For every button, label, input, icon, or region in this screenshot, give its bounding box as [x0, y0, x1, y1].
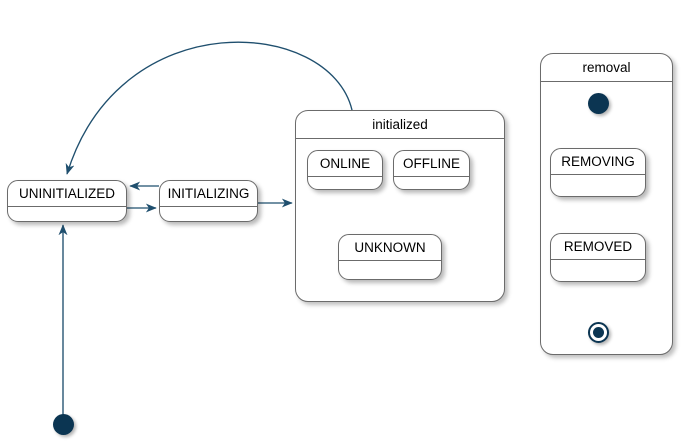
state-divider: [551, 173, 645, 175]
composite-header-divider: [296, 137, 504, 139]
state-online[interactable]: ONLINE: [307, 150, 383, 190]
state-label-removing: REMOVING: [561, 154, 635, 169]
state-divider: [339, 259, 441, 261]
state-removing[interactable]: REMOVING: [550, 148, 646, 197]
state-label-unknown: UNKNOWN: [354, 240, 426, 255]
composite-title-initialized: initialized: [372, 117, 428, 132]
state-divider: [160, 205, 257, 207]
composite-title-removal: removal: [582, 60, 631, 75]
composite-header-divider: [541, 80, 672, 82]
state-divider: [308, 175, 382, 177]
state-label-removed: REMOVED: [563, 239, 633, 254]
state-initializing[interactable]: INITIALIZING: [159, 180, 258, 222]
state-label-online: ONLINE: [319, 156, 371, 171]
state-divider: [551, 258, 645, 260]
state-removed[interactable]: REMOVED: [550, 233, 646, 282]
initial-state-removal: [588, 93, 609, 114]
state-divider: [394, 175, 469, 177]
state-unknown[interactable]: UNKNOWN: [338, 234, 442, 280]
final-state-removal: [588, 322, 609, 343]
state-label-offline: OFFLINE: [402, 156, 460, 171]
state-label-uninitialized: UNINITIALIZED: [18, 186, 115, 201]
state-divider: [8, 205, 126, 207]
state-offline[interactable]: OFFLINE: [393, 150, 470, 190]
state-uninitialized[interactable]: UNINITIALIZED: [7, 180, 127, 222]
final-state-inner-dot: [593, 327, 604, 338]
initial-state-main: [53, 414, 74, 435]
state-label-initializing: INITIALIZING: [167, 186, 250, 201]
